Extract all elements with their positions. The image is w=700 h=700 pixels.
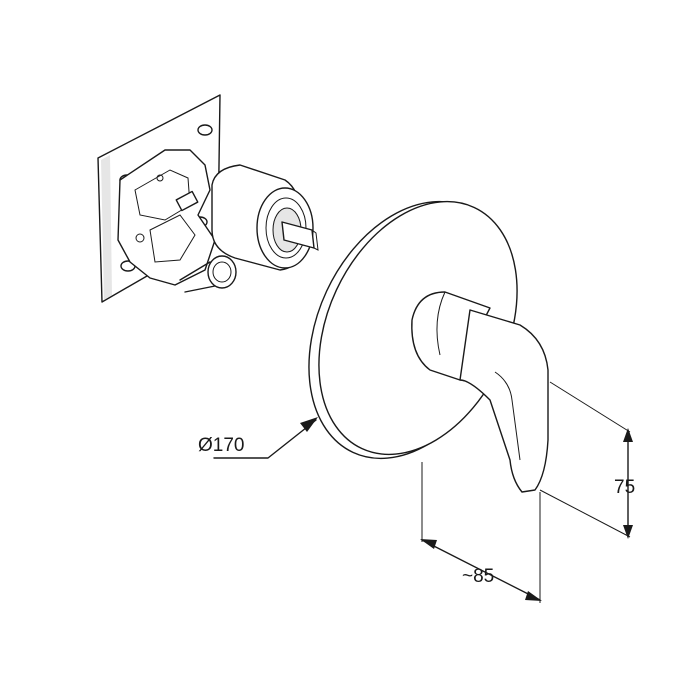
screw-hole-top-right bbox=[197, 124, 213, 136]
cover-plate-assembly bbox=[308, 200, 549, 493]
arrowhead-height-bottom bbox=[623, 525, 633, 539]
arrowhead-depth-left bbox=[420, 539, 437, 549]
arrowhead-height-top bbox=[623, 428, 633, 442]
dimension-depth: ~85 bbox=[420, 462, 542, 603]
height-label: 75 bbox=[614, 477, 635, 498]
dimension-height: 75 bbox=[539, 381, 635, 539]
depth-label: ~85 bbox=[462, 566, 494, 587]
concealed-valve-body bbox=[97, 94, 319, 303]
outlet-nut bbox=[207, 255, 237, 289]
arrowhead-depth-right bbox=[525, 591, 542, 601]
lever-handle bbox=[459, 309, 549, 493]
diameter-label: Ø170 bbox=[198, 435, 244, 456]
arrowhead-diameter bbox=[300, 417, 318, 432]
dimension-diameter: Ø170 bbox=[198, 417, 318, 459]
